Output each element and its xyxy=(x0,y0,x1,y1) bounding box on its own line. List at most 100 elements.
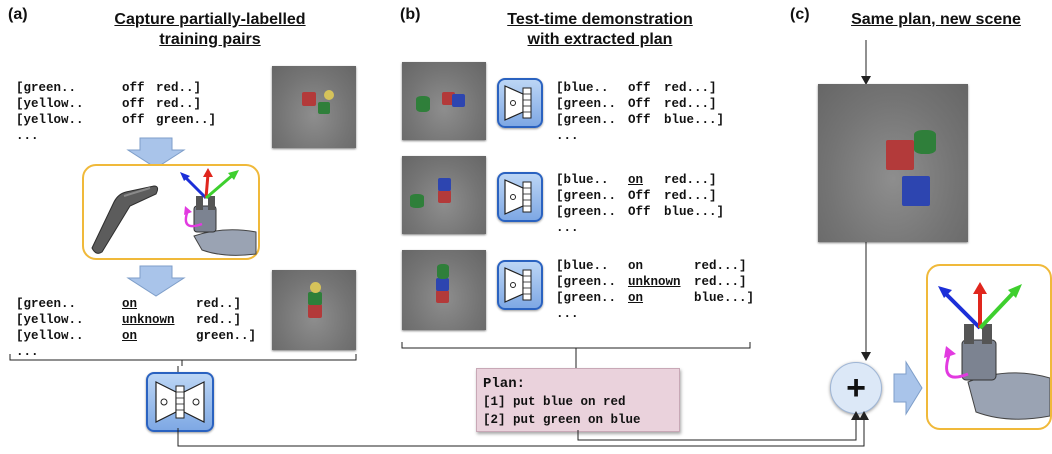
demo-scene-image-3 xyxy=(402,250,486,330)
ellipsis: ... xyxy=(16,129,39,143)
input-arrow xyxy=(861,40,871,85)
label-target: red..] xyxy=(156,97,202,111)
network-icon xyxy=(497,172,543,222)
label-relation: unknown xyxy=(628,275,681,289)
right-arrow-icon xyxy=(893,360,923,416)
label-object: [blue.. xyxy=(556,173,609,187)
plan-box: Plan: [1] put blue on red [2] put green … xyxy=(476,368,680,432)
label-relation: on xyxy=(122,297,138,311)
label-row: [green.. Off blue...] xyxy=(556,112,724,128)
label-row: [yellow.. off green..] xyxy=(16,112,216,128)
label-row: [green.. off red..] xyxy=(16,80,216,96)
demo-labels-1: [blue.. off red...] [green.. Off red...] [gr… xyxy=(556,80,724,144)
label-object: [green.. xyxy=(556,291,617,305)
encoder-icon xyxy=(504,267,532,303)
label-object: [yellow.. xyxy=(16,313,84,327)
panel-a-title-line1: Capture partially-labelled xyxy=(114,11,306,28)
label-object: [blue.. xyxy=(556,259,609,273)
plan-title: Plan: xyxy=(483,376,526,392)
label-relation: off xyxy=(628,81,651,95)
demo-scene-image-2 xyxy=(402,156,486,234)
demo-scene-image-1 xyxy=(402,62,486,140)
plus-icon: + xyxy=(830,362,882,414)
panel-a-bracket xyxy=(9,354,357,366)
panel-c-letter: (c) xyxy=(790,6,810,23)
label-target: red...] xyxy=(694,259,747,273)
label-row: [green.. on blue...] xyxy=(556,290,754,306)
label-target: red..] xyxy=(196,313,242,327)
ellipsis: ... xyxy=(556,129,579,143)
label-relation: Off xyxy=(628,205,651,219)
label-target: blue...] xyxy=(694,291,755,305)
panel-c-title-line1: Same plan, new scene xyxy=(851,11,1021,28)
label-relation: Off xyxy=(628,113,651,127)
panel-b-title: Test-time demonstration with extracted p… xyxy=(480,10,720,50)
label-target: green..] xyxy=(156,113,217,127)
label-row: [green.. unknown red...] xyxy=(556,274,754,290)
training-scene-image-2 xyxy=(272,270,356,350)
label-target: red..] xyxy=(156,81,202,95)
label-object: [green.. xyxy=(556,205,617,219)
label-relation: Off xyxy=(628,97,651,111)
label-target: red...] xyxy=(694,275,747,289)
label-relation: on xyxy=(122,329,138,343)
label-target: green..] xyxy=(196,329,257,343)
label-object: [yellow.. xyxy=(16,329,84,343)
plan-step: [2] put green on blue xyxy=(483,413,641,427)
label-target: red...] xyxy=(664,173,717,187)
encoder-icon xyxy=(504,179,532,215)
down-arrow-icon xyxy=(126,265,186,297)
label-row: [blue.. on red...] xyxy=(556,172,724,188)
label-row: [blue.. on red...] xyxy=(556,258,754,274)
plan-step: [1] put blue on red xyxy=(483,395,626,409)
label-row: [blue.. off red...] xyxy=(556,80,724,96)
label-row: [green.. Off red...] xyxy=(556,96,724,112)
panel-b-title-line1: Test-time demonstration xyxy=(507,11,693,28)
label-object: [green.. xyxy=(556,275,617,289)
label-relation: off xyxy=(122,81,145,95)
panel-b-title-line2: with extracted plan xyxy=(527,31,673,48)
teleop-frame xyxy=(82,164,260,260)
label-object: [green.. xyxy=(556,189,617,203)
label-relation: on xyxy=(628,259,644,273)
label-relation: off xyxy=(122,113,145,127)
demo-labels-2: [blue.. on red...] [green.. Off red...] [gre… xyxy=(556,172,724,236)
scene-to-combine-arrow xyxy=(861,242,871,361)
ellipsis: ... xyxy=(556,307,579,321)
label-target: red...] xyxy=(664,81,717,95)
network-icon xyxy=(497,78,543,128)
vr-controller-icon xyxy=(91,185,159,254)
new-scene-image xyxy=(818,84,968,242)
label-target: red...] xyxy=(664,97,717,111)
network-icon xyxy=(146,372,214,432)
label-relation: on xyxy=(628,173,644,187)
label-object: [green.. xyxy=(556,97,617,111)
ellipsis: ... xyxy=(556,221,579,235)
label-object: [green.. xyxy=(16,297,77,311)
label-object: [green.. xyxy=(16,81,77,95)
label-target: red...] xyxy=(664,189,717,203)
label-relation: on xyxy=(628,291,644,305)
label-row: [green.. Off red...] xyxy=(556,188,724,204)
label-object: [green.. xyxy=(556,113,617,127)
ellipsis: ... xyxy=(16,345,39,359)
down-arrow-icon xyxy=(126,137,186,169)
label-object: [yellow.. xyxy=(16,97,84,111)
panel-a-title: Capture partially-labelled training pair… xyxy=(80,10,340,50)
panel-a-title-line2: training pairs xyxy=(159,31,261,48)
encoder-decoder-icon xyxy=(155,381,205,423)
label-row: [green.. Off blue...] xyxy=(556,204,724,220)
label-relation: unknown xyxy=(122,313,175,327)
label-target: blue...] xyxy=(664,113,725,127)
robot-gripper-icon xyxy=(938,282,1050,420)
label-row: [yellow.. on green..] xyxy=(16,328,256,344)
label-object: [yellow.. xyxy=(16,113,84,127)
label-relation: Off xyxy=(628,189,651,203)
label-target: blue...] xyxy=(664,205,725,219)
label-object: [blue.. xyxy=(556,81,609,95)
training-scene-image-1 xyxy=(272,66,356,148)
panel-c-title: Same plan, new scene xyxy=(820,10,1052,30)
